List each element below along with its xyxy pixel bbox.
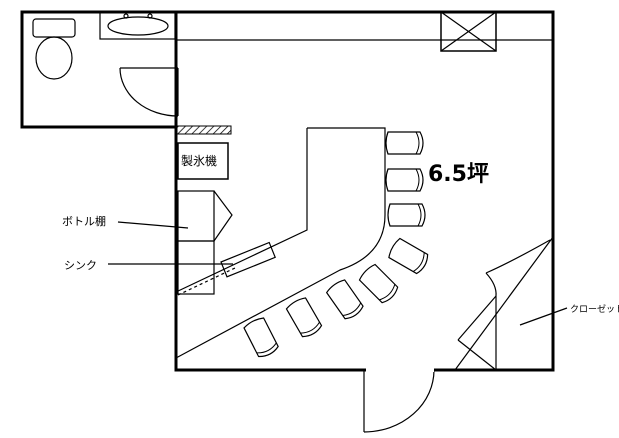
sink-label: シンク xyxy=(64,259,97,272)
bar-stool xyxy=(385,131,424,155)
bar-stool xyxy=(243,317,279,358)
bar-stool xyxy=(358,263,399,304)
stools xyxy=(243,131,429,358)
toilet-room xyxy=(20,10,179,129)
bar-stool xyxy=(325,279,364,320)
ice-machine-label: 製氷機 xyxy=(181,154,218,168)
label-leaders xyxy=(108,221,568,326)
ice-machine-box xyxy=(177,142,229,180)
hatched-wall xyxy=(175,125,232,135)
ventilation-box xyxy=(440,11,497,52)
washbasin-icon xyxy=(99,11,176,40)
bar-stool xyxy=(387,203,426,227)
bottle-shelf-label: ボトル棚 xyxy=(62,215,106,228)
bar-stool xyxy=(285,297,323,338)
toilet-icon xyxy=(32,18,76,80)
bar-counter xyxy=(175,127,386,359)
closet-label: クローゼット xyxy=(570,305,619,315)
area-label: 6.5坪 xyxy=(428,162,489,187)
closet xyxy=(454,236,554,371)
bar-stool xyxy=(385,168,424,192)
bar-stool xyxy=(388,237,429,275)
entrance-door xyxy=(363,368,435,433)
toilet-door xyxy=(119,67,179,117)
bottle-shelf xyxy=(177,190,233,295)
